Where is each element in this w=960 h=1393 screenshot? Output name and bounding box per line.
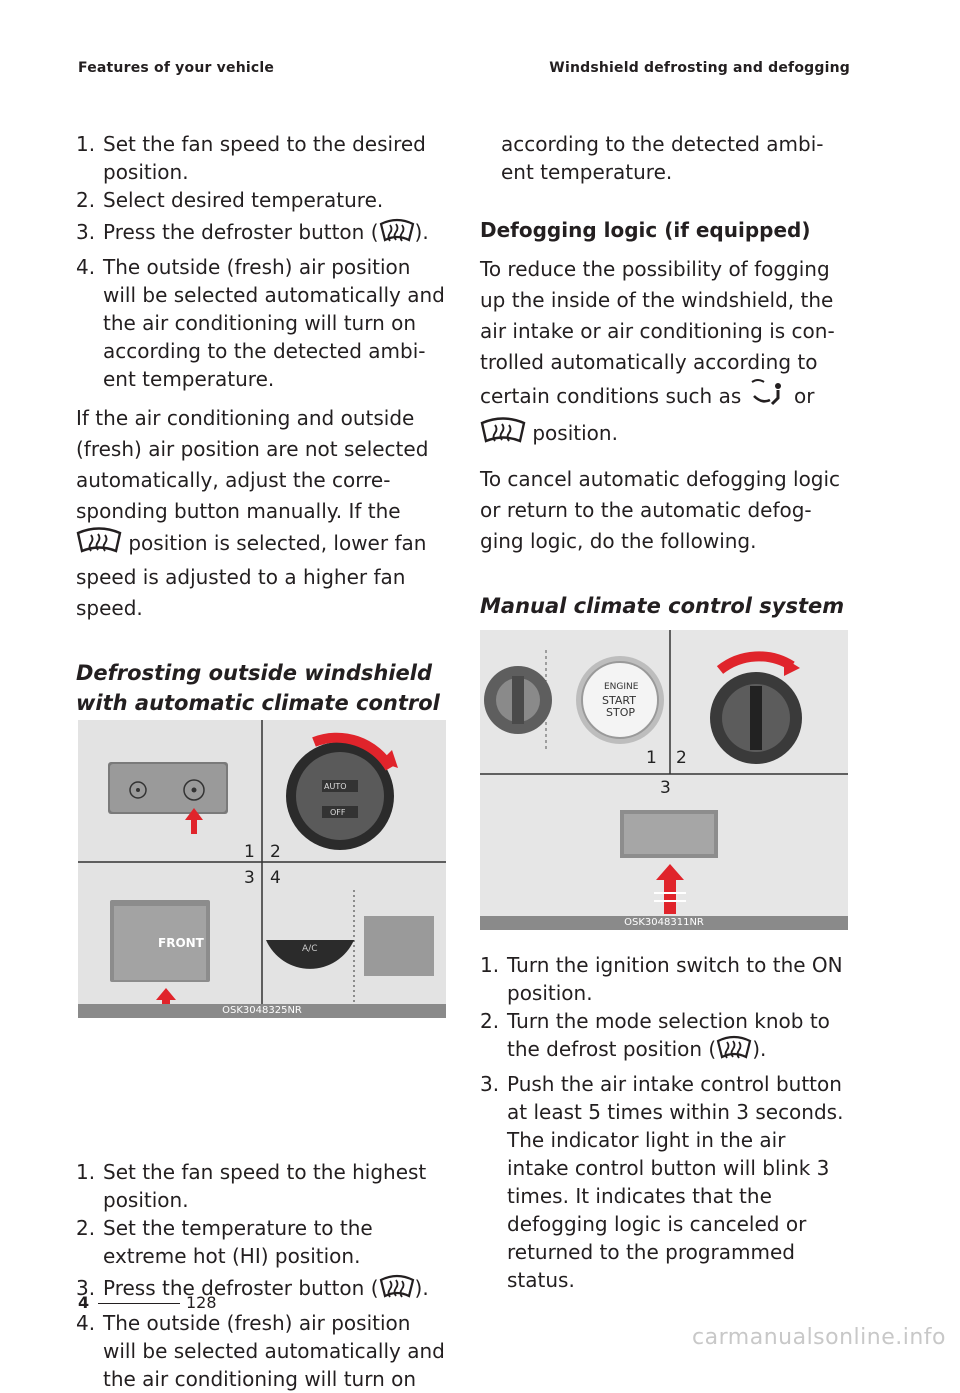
paragraph: To cancel automatic defogging logic or r… [480, 467, 841, 553]
paragraph: If the air conditioning and outside (fre… [76, 406, 429, 620]
figure-automatic-climate: 1 2 3 4 AUTO OFF FRONT A/C OSK3048325NR [78, 720, 446, 1018]
right-column: according to the detected ambi- ent temp… [480, 130, 852, 1294]
continuation-text: according to the detected ambi- ent temp… [501, 132, 824, 184]
list-item: 2.Select desired temperature. [76, 188, 384, 212]
steps-list-2: 1.Set the fan speed to the highest posit… [76, 1158, 448, 1393]
list-item: 1.Set the fan speed to the highest posit… [76, 1160, 427, 1212]
fan-high-icon [183, 779, 205, 801]
list-item: 2.Turn the mode selection knob to the de… [480, 1007, 852, 1066]
windshield-defrost-icon [76, 527, 122, 562]
section-heading: Defogging logic (if equipped) [480, 218, 811, 242]
list-item: 3.Press the defroster button (). [76, 218, 448, 249]
header-page-topic: Windshield defrosting and defogging [549, 60, 850, 76]
list-item: 1.Set the fan speed to the desired posit… [76, 132, 426, 184]
fan-low-icon [129, 781, 147, 799]
floor-defrost-icon [748, 378, 788, 417]
section-heading: Defrosting outside windshield with autom… [76, 661, 440, 715]
figure-caption: OSK3048311NR [624, 917, 704, 928]
header-section-title: Features of your vehicle [78, 60, 275, 76]
figure-manual-climate: 1 2 3 ENGINE START STOP OSK3048311NR [480, 630, 848, 930]
windshield-defrost-icon [480, 417, 526, 452]
list-item: 4.The outside (fresh) air position will … [76, 255, 445, 391]
list-item: 2.Set the temperature to the extreme hot… [76, 1216, 373, 1268]
list-item: 3.Press the defroster button (). [76, 1274, 448, 1305]
section-heading: Manual climate control system [480, 594, 845, 618]
steps-list-3: 1.Turn the ignition switch to the ON pos… [480, 951, 852, 1294]
list-item: 1.Turn the ignition switch to the ON pos… [480, 953, 843, 1005]
windshield-defrost-icon [379, 1274, 415, 1305]
red-arrow [185, 808, 203, 834]
footer-section-number: 4 [78, 1293, 90, 1312]
footer-page-number: 128 [186, 1293, 217, 1312]
windshield-defrost-icon [379, 218, 415, 249]
watermark: carmanualsonline.info [692, 1325, 946, 1350]
figure-caption: OSK3048325NR [222, 1005, 302, 1016]
list-item: 3.Push the air intake control button at … [480, 1072, 844, 1292]
windshield-defrost-icon [716, 1035, 752, 1066]
paragraph: To reduce the possibility of fogging up … [480, 254, 852, 452]
list-item: 4.The outside (fresh) air position will … [76, 1311, 445, 1391]
steps-list-1: 1.Set the fan speed to the desired posit… [76, 130, 448, 393]
left-column: 1.Set the fan speed to the desired posit… [76, 130, 448, 1393]
footer-divider [98, 1303, 180, 1304]
